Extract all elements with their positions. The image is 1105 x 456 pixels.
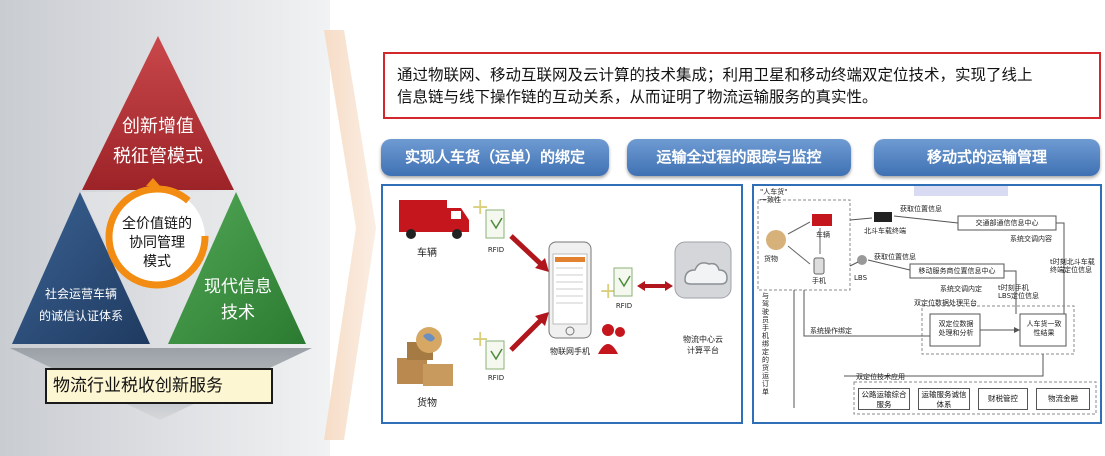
cloud-label: 物流中心云 计算平台 bbox=[669, 334, 737, 356]
link-cargo-phone bbox=[787, 245, 811, 265]
pyramid-top-triangle bbox=[82, 36, 234, 190]
pyramid-right-label: 现代信息 技术 bbox=[186, 274, 290, 326]
truck-mini-icon bbox=[812, 214, 832, 226]
tracking-flow-diagram bbox=[757, 186, 1097, 415]
beidou-realtime-line2: 终端定位信息 bbox=[1050, 266, 1092, 274]
arrow-rfid-to-phone-top bbox=[509, 234, 545, 268]
rfid-label-middle: RFID bbox=[615, 302, 633, 310]
arrow-rfid-to-phone-bottom bbox=[509, 316, 545, 352]
phone-realtime-label: t时刻手机 LBS定位信息 bbox=[998, 284, 1039, 300]
pyramid-top-line1: 创新增值 bbox=[122, 116, 194, 137]
rfid-tag-icon-middle bbox=[613, 267, 633, 297]
person-icon bbox=[598, 324, 625, 354]
top-caption-bar bbox=[914, 186, 1008, 196]
cloud-label-line1: 物流中心云 bbox=[683, 335, 723, 344]
consistency-title-line2: 一致性 bbox=[760, 196, 781, 204]
app-box-credit-system: 运输服务诚信体系 bbox=[918, 388, 970, 410]
bottom-service-box: 物流行业税收创新服务 bbox=[45, 368, 273, 404]
get-position-label-2: 获取位置信息 bbox=[874, 253, 916, 261]
center-ring bbox=[105, 185, 209, 289]
summary-line2: 信息链与线下操作链的互动关系，从而证明了物流运输服务的真实性。 bbox=[397, 88, 878, 106]
phone-realtime-line1: t时刻手机 bbox=[998, 284, 1029, 292]
cargo-icon bbox=[397, 327, 453, 386]
tab-tracking: 运输全过程的跟踪与监控 bbox=[627, 139, 851, 176]
svg-text:+: + bbox=[471, 195, 489, 220]
app-box-tax-control: 财税管控 bbox=[978, 388, 1028, 410]
app-box-logistics-finance: 物流金融 bbox=[1036, 388, 1090, 410]
tab-binding: 实现人车货（运单）的绑定 bbox=[381, 139, 609, 176]
smartphone-icon bbox=[548, 241, 592, 339]
beidou-realtime-line1: t时刻北斗车载 bbox=[1050, 258, 1095, 266]
dual-analysis-line2: 处理和分析 bbox=[938, 329, 974, 337]
rfid-label-top: RFID bbox=[487, 246, 505, 254]
rfid-tag-icon-top bbox=[485, 209, 505, 239]
ring-arrowhead bbox=[146, 178, 160, 186]
pyramid-right-line2: 技术 bbox=[221, 303, 255, 323]
center-line2: 协同管理 bbox=[129, 235, 185, 251]
consistency-result-label: 人车货一致 性结果 bbox=[1022, 320, 1066, 338]
driver-order-side-label: 与驾驶员手机绑定的货运订单 bbox=[762, 292, 769, 396]
rfid-label-bottom: RFID bbox=[487, 374, 505, 382]
dual-analysis-label: 双定位数据 处理和分析 bbox=[932, 320, 980, 338]
cloud-icon bbox=[674, 241, 732, 299]
truck-icon bbox=[399, 200, 469, 239]
vehicle-label: 车辆 bbox=[417, 248, 437, 259]
consistency-result-box bbox=[1019, 313, 1067, 347]
chevron-arrow-icon bbox=[324, 30, 376, 440]
applications-title: 双定位技术应用 bbox=[856, 373, 905, 381]
beidou-label: 北斗车载终端 bbox=[864, 227, 906, 235]
summary-box: 通过物联网、移动互联网及云计算的技术集成；利用卫星和移动终端双定位技术，实现了线… bbox=[383, 52, 1101, 119]
phone-realtime-line2: LBS定位信息 bbox=[998, 292, 1040, 300]
pyramid-right-line1: 现代信息 bbox=[204, 277, 272, 297]
sys-compare-label-2: 系统交调内定 bbox=[940, 285, 982, 293]
dual-analysis-line1: 双定位数据 bbox=[938, 320, 974, 328]
summary-line1: 通过物联网、移动互联网及云计算的技术集成；利用卫星和移动终端双定位技术，实现了线… bbox=[397, 66, 1033, 84]
beidou-device-icon bbox=[874, 212, 892, 222]
svg-text:+: + bbox=[599, 279, 617, 304]
lbs-label: LBS bbox=[854, 274, 868, 282]
p2-phone-label: 手机 bbox=[812, 277, 826, 285]
cloud-label-line2: 计算平台 bbox=[687, 346, 719, 355]
panel-binding: + + bbox=[381, 184, 743, 424]
rfid-tag-icon-bottom bbox=[485, 340, 505, 370]
pyramid-left-label: 社会运营车辆 的诚信认证体系 bbox=[12, 283, 150, 327]
center-ring-fill bbox=[109, 189, 205, 285]
app-box-road-transport: 公路运输综合服务 bbox=[858, 388, 910, 410]
consistency-result-line1: 人车货一致 bbox=[1026, 320, 1062, 328]
phone-mini-icon bbox=[813, 257, 825, 275]
cargo-label: 货物 bbox=[417, 398, 437, 409]
beidou-realtime-label: t时刻北斗车载 终端定位信息 bbox=[1050, 258, 1095, 274]
pyramid-left-line1: 社会运营车辆 bbox=[44, 287, 117, 301]
phone-label: 物联网手机 bbox=[550, 347, 590, 356]
cargo-mini-icon bbox=[766, 230, 786, 250]
center-line3: 模式 bbox=[143, 254, 171, 270]
dual-platform-label: 双定位数据处理平台 bbox=[914, 299, 977, 307]
pyramid-left-line2: 的诚信认证体系 bbox=[38, 309, 123, 323]
op-bind-label: 系统操作绑定 bbox=[810, 327, 852, 335]
pyramid-left-triangle bbox=[12, 192, 150, 344]
panel-tracking-flow: "人车货" 一致性 货物 车辆 手机 LBS 北斗车载终端 获取位置信息 获取位… bbox=[752, 184, 1102, 424]
link-cargo-truck bbox=[787, 221, 811, 235]
tab-mobile-management: 移动式的运输管理 bbox=[874, 139, 1100, 176]
mobile-center-label: 移动服务商位置信息中心 bbox=[918, 267, 996, 275]
pyramid-top-line2: 税征管模式 bbox=[113, 146, 203, 167]
center-ring-label: 全价值链的 协同管理 模式 bbox=[112, 215, 202, 272]
consistency-title: "人车货" 一致性 bbox=[760, 188, 810, 204]
lbs-tower-icon bbox=[857, 255, 867, 265]
center-line1: 全价值链的 bbox=[122, 216, 192, 232]
p2-vehicle-label: 车辆 bbox=[816, 231, 830, 239]
pyramid-right-triangle bbox=[168, 192, 306, 344]
transport-center-label: 交通部通信信息中心 bbox=[975, 219, 1039, 227]
pyramid-top-label: 创新增值 税征管模式 bbox=[100, 112, 216, 172]
dual-platform-dashed-box bbox=[921, 305, 1075, 355]
sys-compare-label-1: 系统交调内容 bbox=[1010, 235, 1052, 243]
consistency-title-line1: "人车货" bbox=[760, 188, 788, 196]
applications-dashed-box bbox=[853, 381, 1097, 415]
binding-diagram: + + bbox=[397, 195, 732, 386]
p2-cargo-label: 货物 bbox=[764, 255, 778, 263]
svg-text:+: + bbox=[471, 327, 489, 352]
get-position-label-1: 获取位置信息 bbox=[900, 205, 942, 213]
consistency-result-line2: 性结果 bbox=[1033, 329, 1055, 337]
dual-analysis-box bbox=[929, 313, 981, 347]
